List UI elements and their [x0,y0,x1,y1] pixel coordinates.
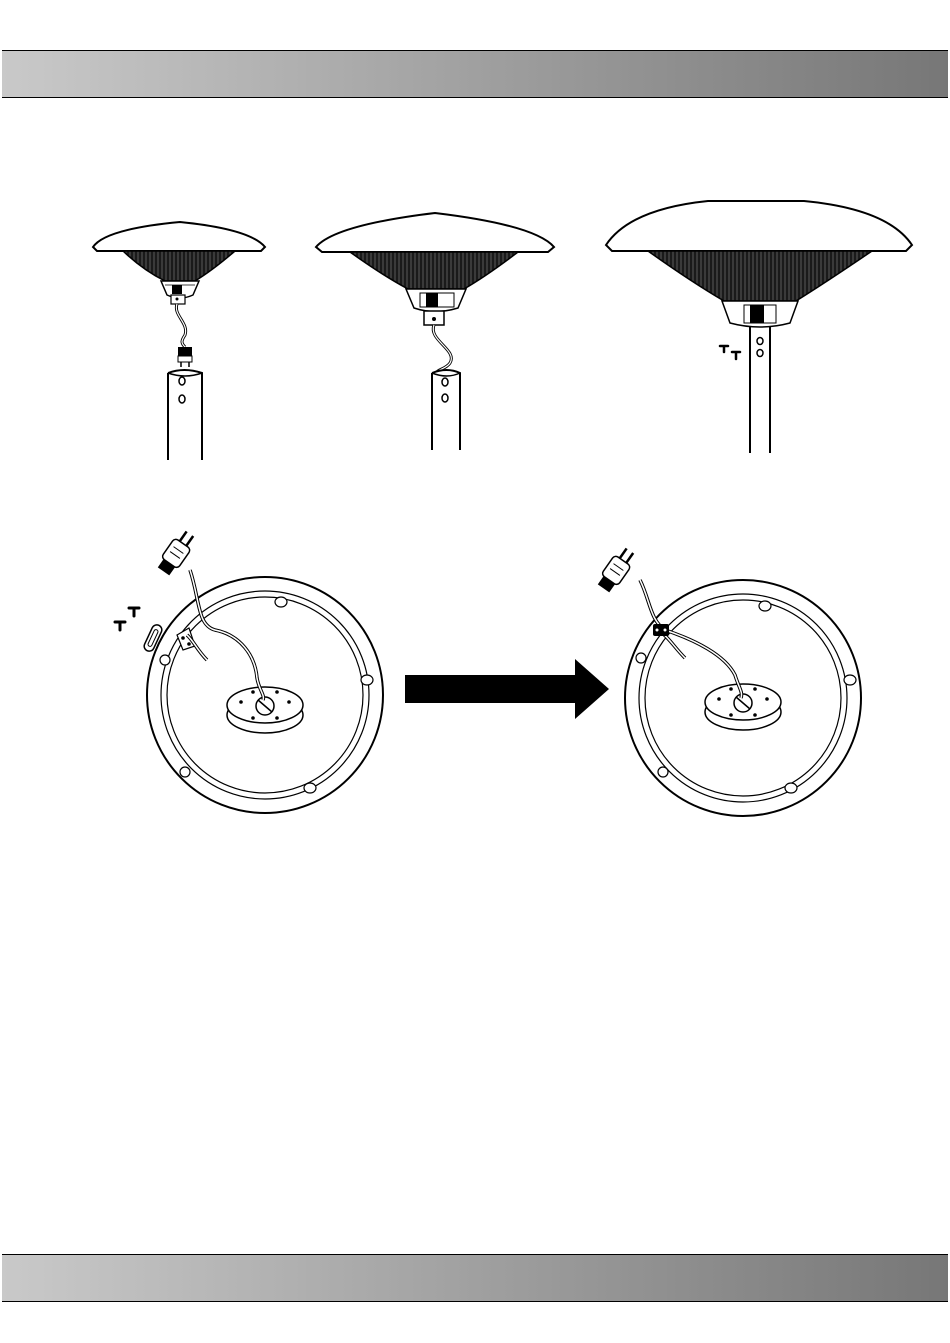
base-before-illustration [105,510,395,820]
heater-shade [316,213,554,252]
plug-icon [595,545,638,594]
plug-connector [178,347,192,367]
pole [750,327,770,453]
heater-shade [606,201,912,251]
heater-element [123,251,235,281]
step-2-illustration [310,205,560,455]
power-cable [176,304,185,347]
base-plate [147,577,383,813]
screw-icon [115,608,139,630]
footer-band [2,1254,948,1302]
step-3-illustration [600,195,920,460]
step-1-illustration [85,215,270,465]
heater-element [648,251,872,301]
heater-element [350,252,518,289]
pole [432,370,460,450]
base-after-illustration [575,540,865,820]
screw-icon [720,346,740,359]
power-cable [433,325,451,373]
header-band [2,50,948,98]
pole [168,370,202,460]
base-plate [625,580,861,816]
heater-shade [93,222,265,251]
cable-clamp [653,624,669,636]
